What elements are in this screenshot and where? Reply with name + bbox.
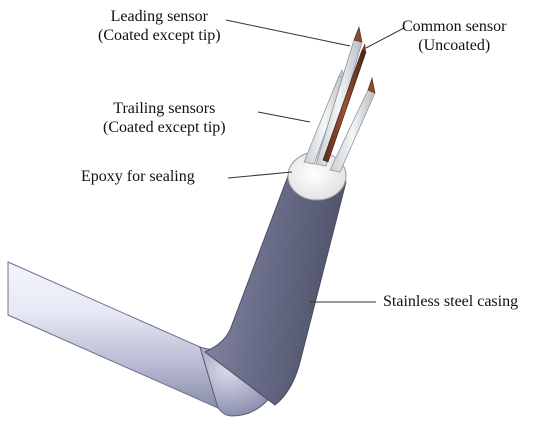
trailing-sensors-title: Trailing sensors xyxy=(113,100,216,117)
label-epoxy: Epoxy for sealing xyxy=(81,167,195,186)
leading-sensor-note: (Coated except tip) xyxy=(98,27,221,44)
common-sensor-title: Common sensor xyxy=(402,18,507,35)
casing-title: Stainless steel casing xyxy=(383,293,519,310)
common-sensor-note: (Uncoated) xyxy=(418,37,491,54)
casing-horizontal xyxy=(7,261,219,409)
leading-sensor xyxy=(315,39,363,167)
label-common-sensor: Common sensor (Uncoated) xyxy=(402,17,506,55)
leader-leading-sensor xyxy=(225,19,351,47)
leader-common-sensor xyxy=(365,27,405,49)
label-leading-sensor: Leading sensor (Coated except tip) xyxy=(98,7,221,45)
label-trailing-sensors: Trailing sensors (Coated except tip) xyxy=(103,99,226,137)
casing-vertical xyxy=(204,175,347,406)
epoxy-title: Epoxy for sealing xyxy=(81,168,195,185)
leader-epoxy xyxy=(227,171,293,179)
leading-sensor-title: Leading sensor xyxy=(110,8,208,25)
label-casing: Stainless steel casing xyxy=(383,292,518,311)
trailing-sensors-note: (Coated except tip) xyxy=(103,119,226,136)
sensors xyxy=(303,25,376,173)
leader-trailing-sensors xyxy=(257,111,311,123)
